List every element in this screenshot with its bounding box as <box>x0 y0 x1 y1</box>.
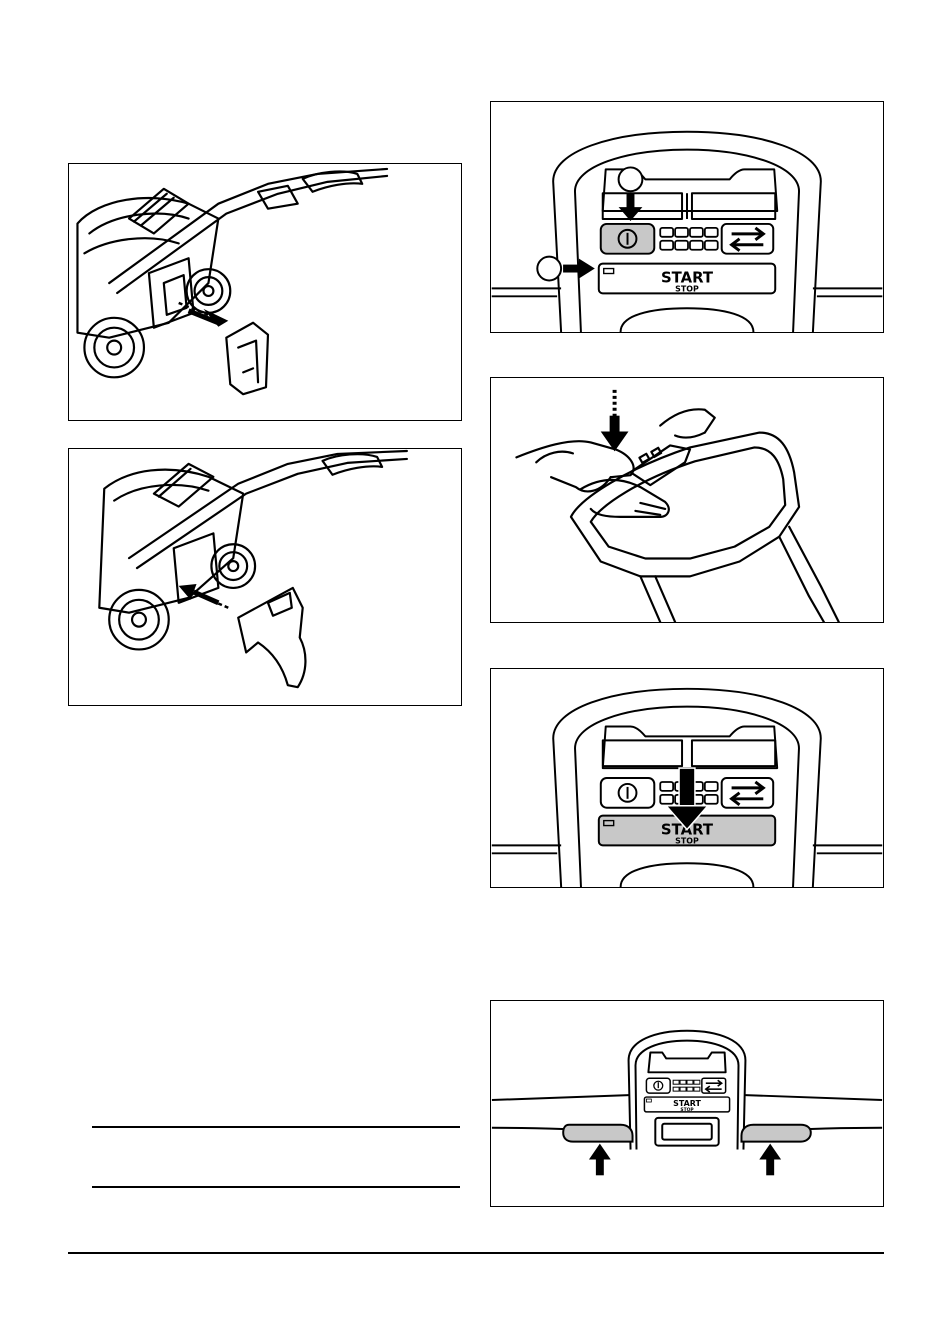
swap-arrows-icon <box>706 1080 722 1092</box>
status-led <box>646 1099 651 1102</box>
arrow-icon <box>589 1144 611 1176</box>
divider-line <box>92 1186 460 1188</box>
status-led <box>604 269 614 274</box>
callout-marker <box>537 257 561 281</box>
figure-remove-mulch-plug <box>68 163 462 421</box>
figure-control-panel-power: START STOP <box>490 101 884 333</box>
swap-arrows-icon <box>732 782 764 805</box>
figure-press-start: START STOP <box>490 668 884 888</box>
stop-label: STOP <box>675 836 699 845</box>
left-lever <box>563 1125 632 1142</box>
arrow-icon <box>601 390 629 451</box>
footer-rule <box>68 1252 884 1254</box>
figure-press-handle <box>490 377 884 623</box>
control-panel-start-illustration: START STOP <box>491 669 883 887</box>
power-icon <box>654 1081 663 1090</box>
power-icon <box>619 784 637 802</box>
start-label: START <box>673 1099 701 1108</box>
figure-handle-levers: START STOP <box>490 1000 884 1207</box>
arrow-icon <box>619 193 643 221</box>
arrow-icon <box>759 1144 781 1176</box>
arrow-icon <box>563 259 595 279</box>
control-panel-illustration: START STOP <box>491 102 883 332</box>
mower-rear-install-illustration <box>69 449 461 705</box>
handle-levers-illustration: START STOP <box>491 1001 883 1206</box>
mower-rear-remove-illustration <box>69 164 461 420</box>
arrow-icon <box>179 584 229 608</box>
swap-arrows-icon <box>732 228 764 251</box>
callout-marker <box>619 167 643 191</box>
handle-press-illustration <box>491 378 883 622</box>
right-lever <box>741 1125 810 1142</box>
stop-label: STOP <box>675 284 699 293</box>
figure-install-deflector <box>68 448 462 706</box>
divider-line <box>92 1126 460 1128</box>
stop-label: STOP <box>680 1107 694 1113</box>
